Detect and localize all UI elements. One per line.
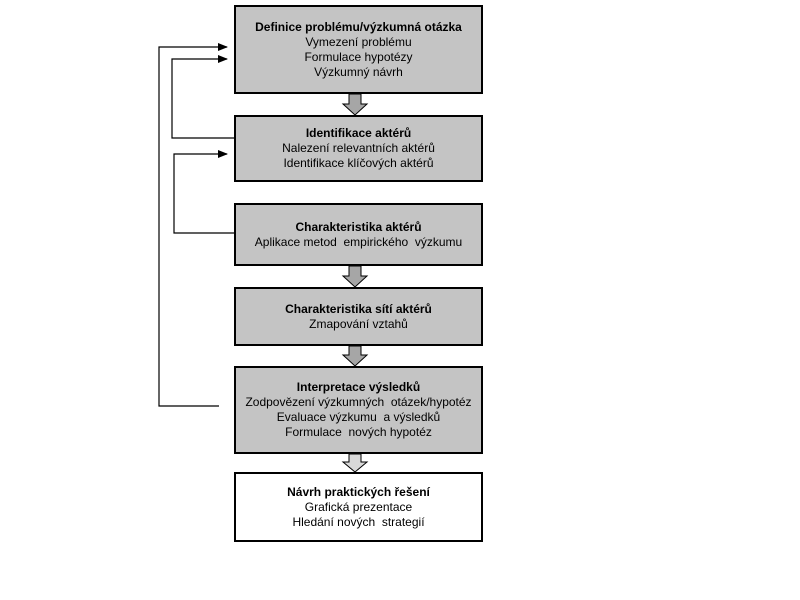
step-line: Hledání nových strategií [292, 514, 425, 529]
step-line: Vymezení problému [305, 34, 412, 49]
step-line: Zodpovězení výzkumných otázek/hypotéz [245, 395, 472, 409]
feedback-line-identifikace [171, 55, 234, 139]
step-line: Evaluace výzkumu a výsledků [276, 410, 441, 424]
step-line: Formulace hypotézy [304, 49, 413, 64]
step-title: Charakteristika aktérů [295, 219, 422, 234]
step-line: Identifikace klíčových aktérů [283, 156, 434, 170]
step-title: Interpretace výsledků [296, 380, 421, 394]
down-arrow-4 [341, 453, 369, 473]
step-line: Výzkumný návrh [314, 64, 403, 79]
step-box-charakteristika-siti: Charakteristika sítí aktérů Zmapování vz… [234, 287, 483, 346]
down-arrow-1 [341, 93, 369, 116]
step-line: Grafická prezentace [304, 499, 413, 514]
step-title: Návrh praktických řešení [287, 484, 430, 499]
feedback-line-outer [158, 43, 228, 407]
feedback-line-charakteristika [173, 150, 234, 234]
step-box-charakteristika-akteru: Charakteristika aktérů Aplikace metod em… [234, 203, 483, 266]
step-line: Formulace nových hypotéz [285, 425, 432, 439]
step-title: Identifikace aktérů [305, 126, 412, 140]
step-line: Aplikace metod empirického výzkumu [254, 234, 463, 249]
step-box-interpretace-vysledku: Interpretace výsledků Zodpovězení výzkum… [234, 366, 483, 454]
step-box-identifikace-akteru: Identifikace aktérů Nalezení relevantníc… [234, 115, 483, 182]
step-title: Charakteristika sítí aktérů [285, 301, 432, 316]
step-title: Definice problému/výzkumná otázka [255, 19, 462, 34]
down-arrow-2 [341, 265, 369, 288]
step-line: Zmapování vztahů [309, 316, 408, 331]
step-line: Nalezení relevantních aktérů [282, 141, 435, 155]
down-arrow-3 [341, 345, 369, 367]
step-box-definice-problemu: Definice problému/výzkumná otázka Vymeze… [234, 5, 483, 94]
step-box-navrh-reseni: Návrh praktických řešení Grafická prezen… [234, 472, 483, 542]
